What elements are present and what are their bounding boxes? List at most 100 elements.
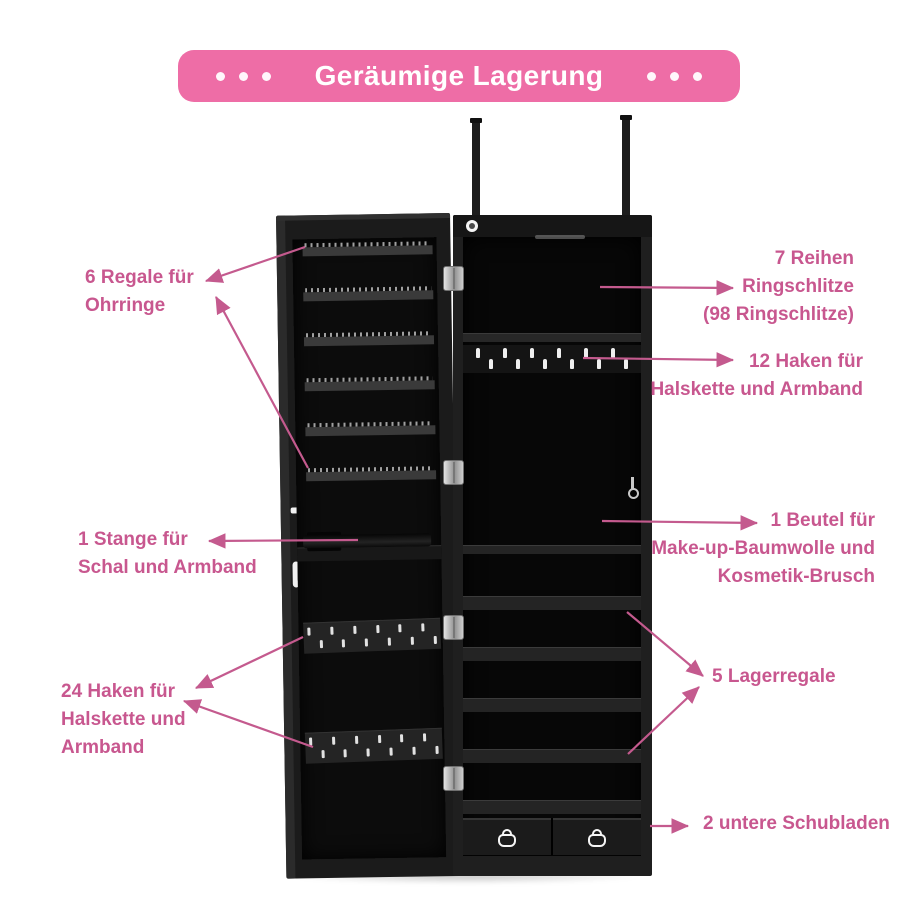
- shelf-band: [463, 749, 641, 763]
- annotation-line: Halskette und Armband: [650, 379, 863, 400]
- hook-pin: [556, 348, 561, 358]
- shelf-band: [463, 596, 641, 610]
- hook-pin: [364, 638, 369, 647]
- banner-dots-right: [646, 71, 702, 81]
- hook-pin: [516, 359, 521, 369]
- banner-dots-left: [216, 71, 271, 81]
- hook-pin: [597, 359, 602, 369]
- annotation-line: 5 Lagerregale: [712, 666, 836, 687]
- hook-pin: [321, 750, 325, 759]
- annotation-line: Kosmetik-Brusch: [717, 566, 875, 587]
- shelf-band: [463, 800, 641, 814]
- door-hinge: [443, 766, 464, 791]
- annotation-line: 2 untere Schubladen: [703, 813, 890, 834]
- door-hook-strip: [304, 727, 443, 764]
- annotation-earring-shelves: 6 Regale für Ohrringe: [85, 264, 194, 320]
- section-title: Geräumige Lagerung: [314, 60, 604, 91]
- hook-pin: [377, 735, 381, 744]
- body-shelf: [463, 333, 641, 342]
- drawer: [463, 818, 551, 855]
- hook-pin: [433, 635, 437, 645]
- hanging-hook-left: [470, 118, 482, 218]
- annotation-line: Armband: [61, 737, 145, 758]
- banner-dot: [646, 71, 656, 81]
- hook-pin: [398, 624, 402, 633]
- hook-pin: [353, 625, 357, 634]
- annotation-line: Halskette und: [61, 709, 186, 730]
- hook-pin: [309, 737, 313, 746]
- lock-key: [627, 477, 639, 501]
- drawer-handle: [588, 828, 606, 847]
- hook-pin: [489, 359, 494, 369]
- annotation-cosmetic-pouch: 1 Beutel für Make-up-Baumwolle und Kosme…: [651, 507, 875, 591]
- cabinet-door: [276, 213, 461, 879]
- banner-dot: [239, 71, 248, 81]
- annotation-body-hooks: 12 Haken für Halskette und Armband: [650, 348, 863, 404]
- hook-pin: [624, 359, 629, 369]
- door-interior: [292, 237, 447, 860]
- door-hinge: [443, 266, 464, 291]
- hook-pin: [343, 749, 348, 758]
- annotation-line: Ringschlitze: [742, 276, 854, 297]
- shelf-band: [463, 698, 641, 712]
- shelf-band: [463, 647, 641, 661]
- drawer: [553, 818, 641, 855]
- hook-pin: [400, 734, 404, 743]
- banner-dot: [669, 71, 679, 81]
- hook-pin: [475, 348, 480, 358]
- hook-pin: [421, 623, 425, 632]
- hook-pin: [366, 748, 370, 757]
- hook-pin: [375, 625, 380, 634]
- annotation-line: Ohrringe: [85, 295, 166, 316]
- annotation-line: 1 Beutel für: [770, 510, 875, 531]
- body-interior: [463, 235, 641, 856]
- banner-dot: [216, 71, 225, 81]
- annotation-line: (98 Ringschlitze): [703, 304, 854, 325]
- hook-pin: [332, 736, 336, 745]
- hook-pin: [543, 359, 548, 369]
- hook-pin: [502, 348, 507, 358]
- section-banner: Geräumige Lagerung: [178, 50, 740, 102]
- door-hook-strips: [292, 237, 446, 859]
- interior-reflection: [535, 235, 585, 239]
- shelf-band: [463, 545, 641, 554]
- door-catch-button: [466, 220, 478, 232]
- door-hinge: [443, 460, 464, 485]
- hook-pin: [354, 735, 359, 744]
- cabinet-body: [453, 215, 652, 876]
- door-hinge: [443, 615, 464, 640]
- hook-pin: [412, 746, 416, 755]
- door-hook-strip: [303, 617, 442, 654]
- annotation-scarf-rod: 1 Stange für Schal und Armband: [78, 526, 257, 582]
- hook-pin: [387, 637, 392, 646]
- drawer-handle: [498, 828, 516, 847]
- banner-dot: [692, 71, 702, 81]
- annotation-line: 12 Haken für: [748, 351, 863, 372]
- hook-pin: [410, 636, 414, 645]
- hook-pin: [435, 745, 439, 755]
- hook-pin: [610, 348, 615, 358]
- annotation-bottom-drawers: 2 untere Schubladen: [703, 810, 890, 838]
- hook-pin: [319, 640, 323, 649]
- body-top-rail: [453, 215, 652, 237]
- hook-pin: [330, 626, 334, 635]
- annotation-line: Make-up-Baumwolle und: [651, 538, 875, 559]
- annotation-line: 24 Haken für: [61, 681, 176, 702]
- hook-pin: [583, 348, 588, 358]
- annotation-ring-slots: 7 Reihen Ringschlitze (98 Ringschlitze): [703, 245, 854, 329]
- hanging-hook-right: [620, 115, 632, 218]
- annotation-line: Schal und Armband: [78, 557, 257, 578]
- storage-shelves: [463, 237, 641, 856]
- hook-pin: [570, 359, 575, 369]
- hook-pin: [389, 747, 393, 756]
- annotation-line: 1 Stange für: [78, 529, 188, 550]
- hook-pin: [423, 733, 427, 742]
- hook-pin: [529, 348, 534, 358]
- annotation-line: 6 Regale für: [85, 267, 194, 288]
- hook-pin: [307, 627, 311, 636]
- hook-pin: [342, 639, 346, 648]
- banner-dot: [262, 71, 271, 81]
- bottom-drawers: [463, 818, 641, 855]
- annotation-door-hooks: 24 Haken für Halskette und Armband: [61, 678, 186, 762]
